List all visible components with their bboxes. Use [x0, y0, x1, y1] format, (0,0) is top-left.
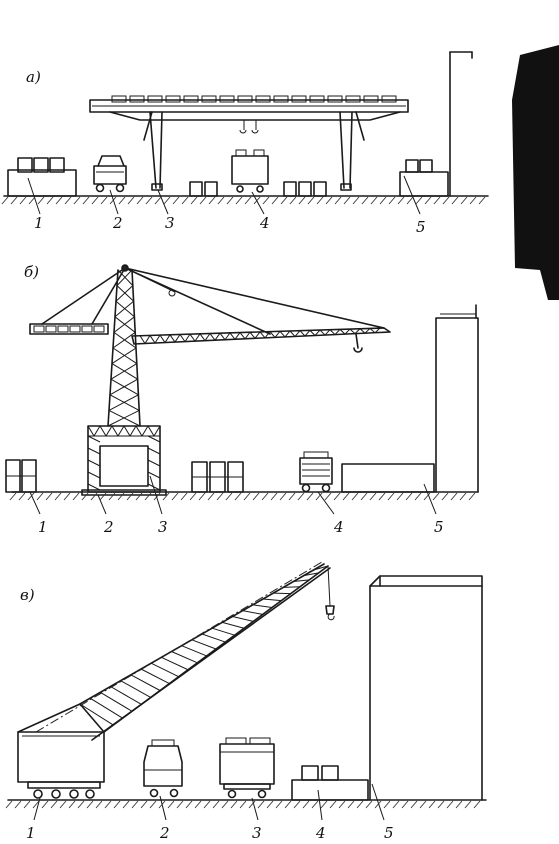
panel-c: в): [7, 561, 487, 842]
scan-shadow: [512, 45, 559, 300]
panel-a-storage-right: [399, 159, 449, 197]
panel-a-label-2: 2: [112, 214, 123, 232]
panel-a-label-4: 4: [259, 214, 270, 232]
ground-hatch: [5, 800, 481, 809]
panel-b-label-5: 5: [434, 518, 444, 536]
panel-a-storage-left: [7, 157, 77, 197]
panel-a-label-1: 1: [34, 214, 44, 232]
ground-hatch: [9, 492, 476, 501]
panel-a-truck-1: [93, 155, 127, 193]
panel-b: б): [5, 263, 479, 536]
panel-a-cargo-boxes: [189, 181, 327, 197]
panel-c-label-4: 4: [315, 824, 326, 842]
panel-b-label-2: 2: [103, 518, 114, 536]
ground-hatch: [1, 196, 486, 205]
rail-crane: [17, 561, 335, 799]
panel-b-truck: [299, 451, 333, 493]
panel-c-label-5: 5: [384, 824, 394, 842]
panel-a: а): [3, 51, 489, 236]
gantry-crane: [89, 95, 409, 191]
panel-b-label-3: 3: [158, 518, 168, 536]
panel-a-title: а): [26, 68, 41, 86]
panel-b-storage-left: [5, 459, 37, 493]
panel-c-title: в): [20, 586, 35, 604]
panel-a-leaders: [27, 175, 421, 215]
panel-c-storage: [291, 765, 369, 801]
panel-c-truck-1: [143, 739, 183, 798]
panel-c-label-1: 1: [26, 824, 36, 842]
panel-b-cargo-stack: [191, 461, 244, 493]
panel-c-building: [369, 575, 483, 801]
panel-b-label-4: 4: [333, 518, 344, 536]
tower-crane: [29, 264, 391, 496]
panel-a-wagon: [231, 149, 269, 193]
panel-c-label-2: 2: [159, 824, 170, 842]
panel-a-building: [449, 51, 473, 197]
panel-c-label-3: 3: [252, 824, 262, 842]
panel-a-label-3: 3: [165, 214, 175, 232]
panel-b-label-1: 1: [38, 518, 48, 536]
panel-a-label-5: 5: [416, 218, 426, 236]
panel-b-storage-right: [341, 463, 435, 493]
panel-c-wagon: [219, 737, 275, 799]
panel-b-title: б): [24, 263, 39, 281]
panel-b-building: [435, 304, 479, 493]
